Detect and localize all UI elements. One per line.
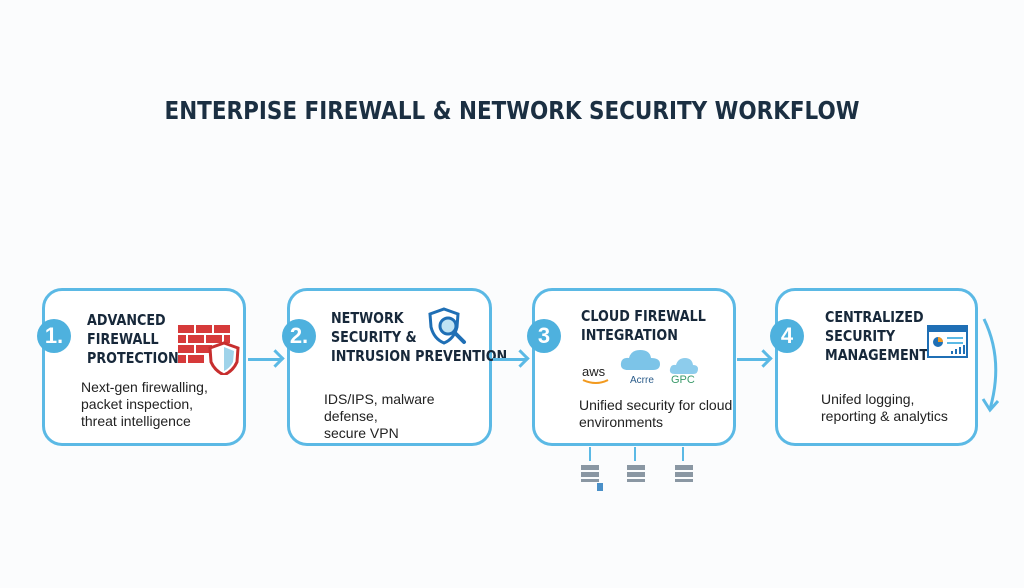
- step-2-card: 2. NETWORK SECURITY & INTRUSION PREVENTI…: [282, 288, 507, 446]
- step-description: IDS/IPS, malware defense, secure VPN: [324, 391, 489, 442]
- description-line: packet inspection,: [81, 396, 194, 412]
- step-number: 1.: [37, 319, 71, 353]
- description-line: secure VPN: [324, 425, 399, 441]
- step-description: Unifed logging, reporting & analytics: [821, 391, 948, 425]
- arrow-1-to-2: [248, 358, 282, 361]
- description-line: Unified security for cloud: [579, 397, 733, 413]
- step-number: 4: [770, 319, 804, 353]
- cloud-icon: [620, 350, 660, 370]
- description-line: reporting & analytics: [821, 408, 948, 424]
- arrow-2-to-3: [493, 358, 527, 361]
- description-line: Unifed logging,: [821, 391, 915, 407]
- description-line: threat intelligence: [81, 413, 191, 429]
- shield-search-icon: [428, 307, 466, 345]
- heading-line: ADVANCED: [87, 311, 166, 329]
- heading-line: INTEGRATION: [581, 326, 678, 344]
- step-number: 3: [527, 319, 561, 353]
- aws-logo: aws: [582, 364, 606, 379]
- dashboard-icon: [927, 325, 968, 358]
- loop-arrow-icon: [981, 318, 1000, 413]
- cloud-icon: [669, 358, 698, 374]
- heading-line: PROTECTION: [87, 349, 179, 367]
- step-heading: NETWORK SECURITY & INTRUSION PREVENTION: [331, 309, 507, 366]
- step-heading: CLOUD FIREWALL INTEGRATION: [581, 307, 706, 345]
- heading-line: NETWORK: [331, 309, 404, 327]
- heading-line: MANAGEMENT: [825, 346, 929, 364]
- server-rack-icons: [581, 447, 693, 491]
- step-heading: ADVANCED FIREWALL PROTECTION: [87, 311, 179, 368]
- step-number: 2.: [282, 319, 316, 353]
- step-heading: CENTRALIZED SECURITY MANAGEMENT: [825, 308, 928, 365]
- description-line: IDS/IPS, malware defense,: [324, 391, 435, 424]
- step-description: Next-gen firewalling, packet inspection,…: [81, 379, 208, 430]
- azure-label: Acrre: [630, 375, 654, 386]
- gcp-label: GPC: [671, 374, 695, 386]
- heading-line: CENTRALIZED: [825, 308, 924, 326]
- heading-line: INTRUSION PREVENTION: [331, 347, 508, 365]
- description-line: Next-gen firewalling,: [81, 379, 208, 395]
- arrow-3-to-4: [737, 358, 770, 361]
- step-description: Unified security for cloud environments: [579, 397, 732, 431]
- step-3-card: 3 CLOUD FIREWALL INTEGRATION aws Acrre G…: [527, 288, 736, 446]
- heading-line: CLOUD FIREWALL: [581, 307, 706, 325]
- heading-line: FIREWALL: [87, 330, 159, 348]
- heading-line: SECURITY: [825, 327, 896, 345]
- description-line: environments: [579, 414, 664, 430]
- firewall-shield-icon: [178, 325, 240, 375]
- aws-smile-icon: [582, 379, 609, 384]
- heading-line: SECURITY &: [331, 328, 417, 346]
- step-4-card: 4 CENTRALIZED SECURITY MANAGEMENT Unifed…: [770, 288, 978, 446]
- step-1-card: 1. ADVANCED FIREWALL PROTECTION Next-gen…: [37, 288, 246, 446]
- page-title: ENTERPISE FIREWALL & NETWORK SECURITY WO…: [164, 96, 860, 125]
